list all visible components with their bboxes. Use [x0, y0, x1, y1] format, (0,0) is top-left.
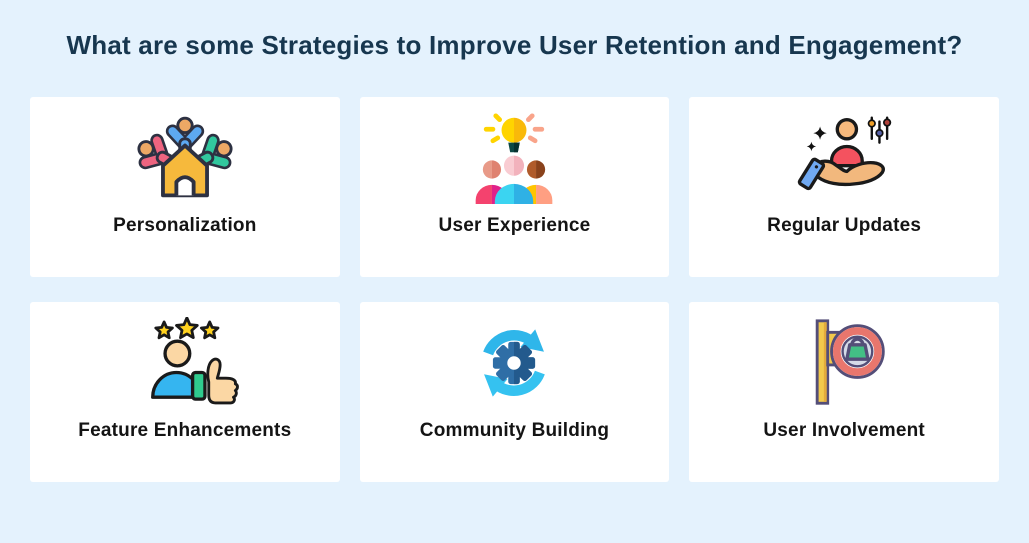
lightbulb-users-icon	[476, 113, 553, 205]
sync-arrows-gear-icon	[464, 315, 564, 411]
strategy-card-grid: Personalization	[30, 97, 999, 483]
page-title: What are some Strategies to Improve User…	[66, 30, 963, 60]
card-label: User Involvement	[763, 420, 925, 442]
signpost-lock-badge-icon	[815, 319, 885, 405]
house-people-icon	[137, 116, 233, 198]
signpost-lock-badge-icon	[794, 315, 894, 411]
card-community-building: Community Building	[359, 302, 670, 483]
card-regular-updates: Regular Updates	[689, 97, 999, 278]
user-stars-thumbs-up-icon	[128, 315, 242, 411]
card-label: Regular Updates	[767, 215, 922, 237]
lightbulb-users-icon	[461, 110, 567, 206]
card-label: Feature Enhancements	[78, 420, 292, 442]
card-personalization: Personalization	[30, 97, 340, 278]
card-label: Personalization	[113, 215, 257, 237]
user-stars-thumbs-up-icon	[150, 317, 239, 405]
hand-holding-user-icon	[791, 110, 897, 206]
card-label: Community Building	[419, 420, 610, 442]
card-label: User Experience	[438, 215, 591, 237]
card-feature-enhancements: Feature Enhancements	[30, 302, 340, 483]
sync-arrows-gear-icon	[483, 329, 546, 397]
house-people-icon	[132, 110, 238, 206]
card-user-experience: User Experience	[359, 97, 670, 278]
card-user-involvement: User Involvement	[689, 302, 999, 483]
hand-holding-user-icon	[797, 116, 892, 191]
